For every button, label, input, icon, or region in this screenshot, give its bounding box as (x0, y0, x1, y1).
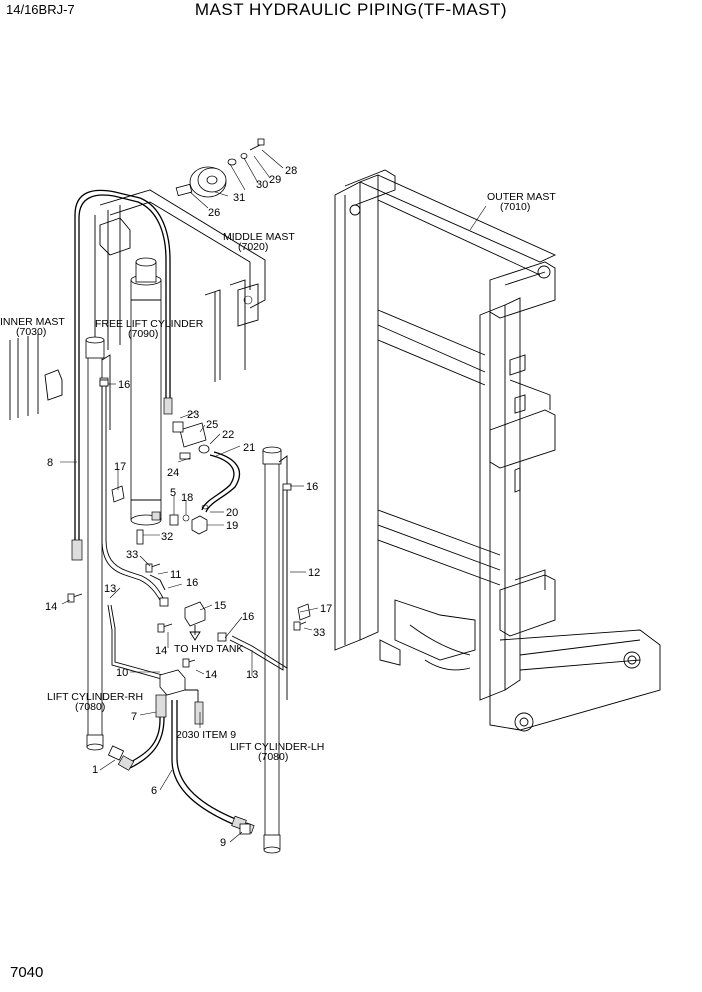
callout-8: 8 (47, 457, 53, 469)
callout-33b: 33 (313, 627, 325, 639)
middle-mast-frame (94, 189, 266, 382)
callout-14b: 14 (155, 645, 167, 657)
callout-12: 12 (308, 567, 320, 579)
callout-23: 23 (187, 409, 199, 421)
free-lift-cylinder-code: (7090) (128, 328, 158, 340)
lift-cylinder-rh-code: (7080) (75, 701, 105, 713)
callout-22: 22 (222, 429, 234, 441)
inner-mast-frame (9, 334, 63, 420)
outer-mast-label: OUTER MAST (487, 191, 556, 203)
outer-mast-frame (334, 169, 661, 732)
callout-24: 24 (167, 467, 179, 479)
callout-16b: 16 (186, 577, 198, 589)
leader-lines (60, 149, 487, 843)
callout-28: 28 (285, 165, 297, 177)
page-number: 7040 (10, 964, 44, 981)
callout-10: 10 (116, 667, 128, 679)
outer-mast-code: (7010) (500, 201, 530, 213)
callout-32: 32 (161, 531, 173, 543)
callout-16c: 16 (242, 611, 254, 623)
callout-6: 6 (151, 785, 157, 797)
to-hyd-tank-label: TO HYD TANK (174, 643, 243, 655)
callout-17b: 17 (320, 603, 332, 615)
callout-7: 7 (131, 711, 137, 723)
callout-15: 15 (214, 600, 226, 612)
callout-30: 30 (256, 179, 268, 191)
inner-mast-code: (7030) (16, 326, 46, 338)
item-ref-label: 2030 ITEM 9 (176, 729, 236, 741)
model-number: 14/16BRJ-7 (6, 2, 75, 17)
page-title: MAST HYDRAULIC PIPING(TF-MAST) (194, 0, 508, 19)
callout-5: 5 (170, 487, 176, 499)
callout-25: 25 (206, 419, 218, 431)
callout-31: 31 (233, 192, 245, 204)
fittings (67, 379, 311, 835)
middle-mast-code: (7020) (238, 241, 268, 253)
middle-mast-label: MIDDLE MAST (223, 231, 295, 243)
inner-mast-label: INNER MAST (0, 316, 65, 328)
callout-11: 11 (170, 569, 181, 581)
callout-29: 29 (269, 174, 281, 186)
callout-21: 21 (243, 442, 255, 454)
lift-cylinder-lh-label: LIFT CYLINDER-LH (230, 741, 324, 753)
callout-17a: 17 (114, 461, 126, 473)
callout-26: 26 (208, 207, 220, 219)
callout-13b: 13 (246, 669, 258, 681)
free-lift-cylinder-label: FREE LIFT CYLINDER (95, 318, 204, 330)
callout-19: 19 (226, 520, 238, 532)
callout-18: 18 (181, 492, 193, 504)
free-lift-cylinder (130, 257, 162, 526)
callout-33a: 33 (126, 549, 138, 561)
lift-cylinder-rh (85, 336, 111, 751)
callout-13a: 13 (104, 583, 116, 595)
hose-lines (71, 189, 288, 834)
callout-14c: 14 (205, 669, 217, 681)
callout-16a: 16 (118, 379, 130, 391)
callout-9: 9 (220, 837, 226, 849)
lift-cylinder-rh-label: LIFT CYLINDER-RH (47, 691, 143, 703)
callout-20: 20 (226, 507, 238, 519)
pulley-assembly (175, 138, 265, 198)
lift-cylinder-lh-code: (7080) (258, 751, 288, 763)
callout-1: 1 (92, 764, 98, 776)
callout-16d: 16 (306, 481, 318, 493)
callout-14a: 14 (45, 601, 57, 613)
